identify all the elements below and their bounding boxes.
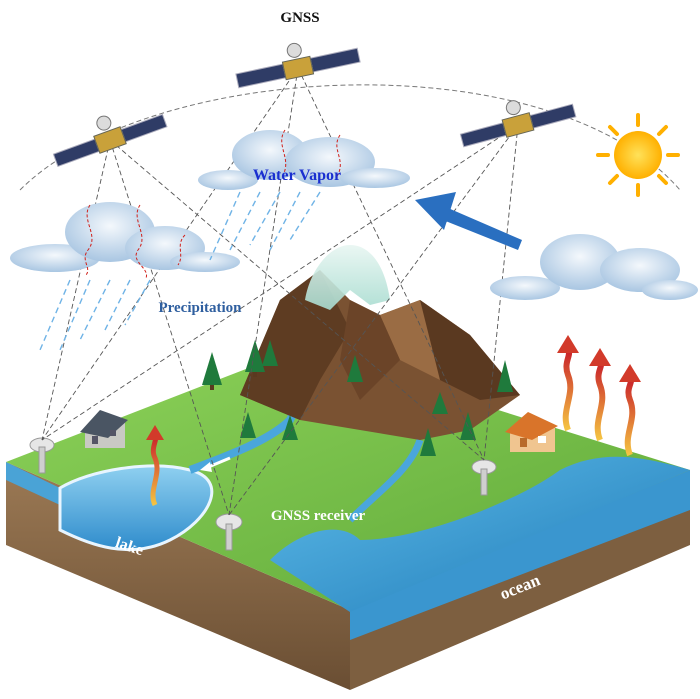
house-icon: [80, 410, 128, 448]
gnss-receiver-label: GNSS receiver: [271, 508, 366, 524]
pine-tree-icon: [202, 352, 222, 390]
wind-arrow-icon: [415, 192, 522, 250]
cloud-icon: [10, 202, 240, 272]
satellite-icon: [47, 97, 168, 169]
heat-arrow-icon: [557, 335, 579, 430]
satellite-icon: [456, 86, 577, 149]
water-vapor-label: Water Vapor: [253, 167, 341, 184]
gnss-title: GNSS: [280, 10, 319, 26]
sun-icon: [598, 115, 678, 195]
heat-arrow-icon: [589, 348, 611, 440]
precipitation-label: Precipitation: [158, 300, 242, 316]
cloud-icon: [490, 234, 698, 300]
mountain: [240, 245, 520, 440]
heat-arrow-icon: [619, 364, 641, 455]
